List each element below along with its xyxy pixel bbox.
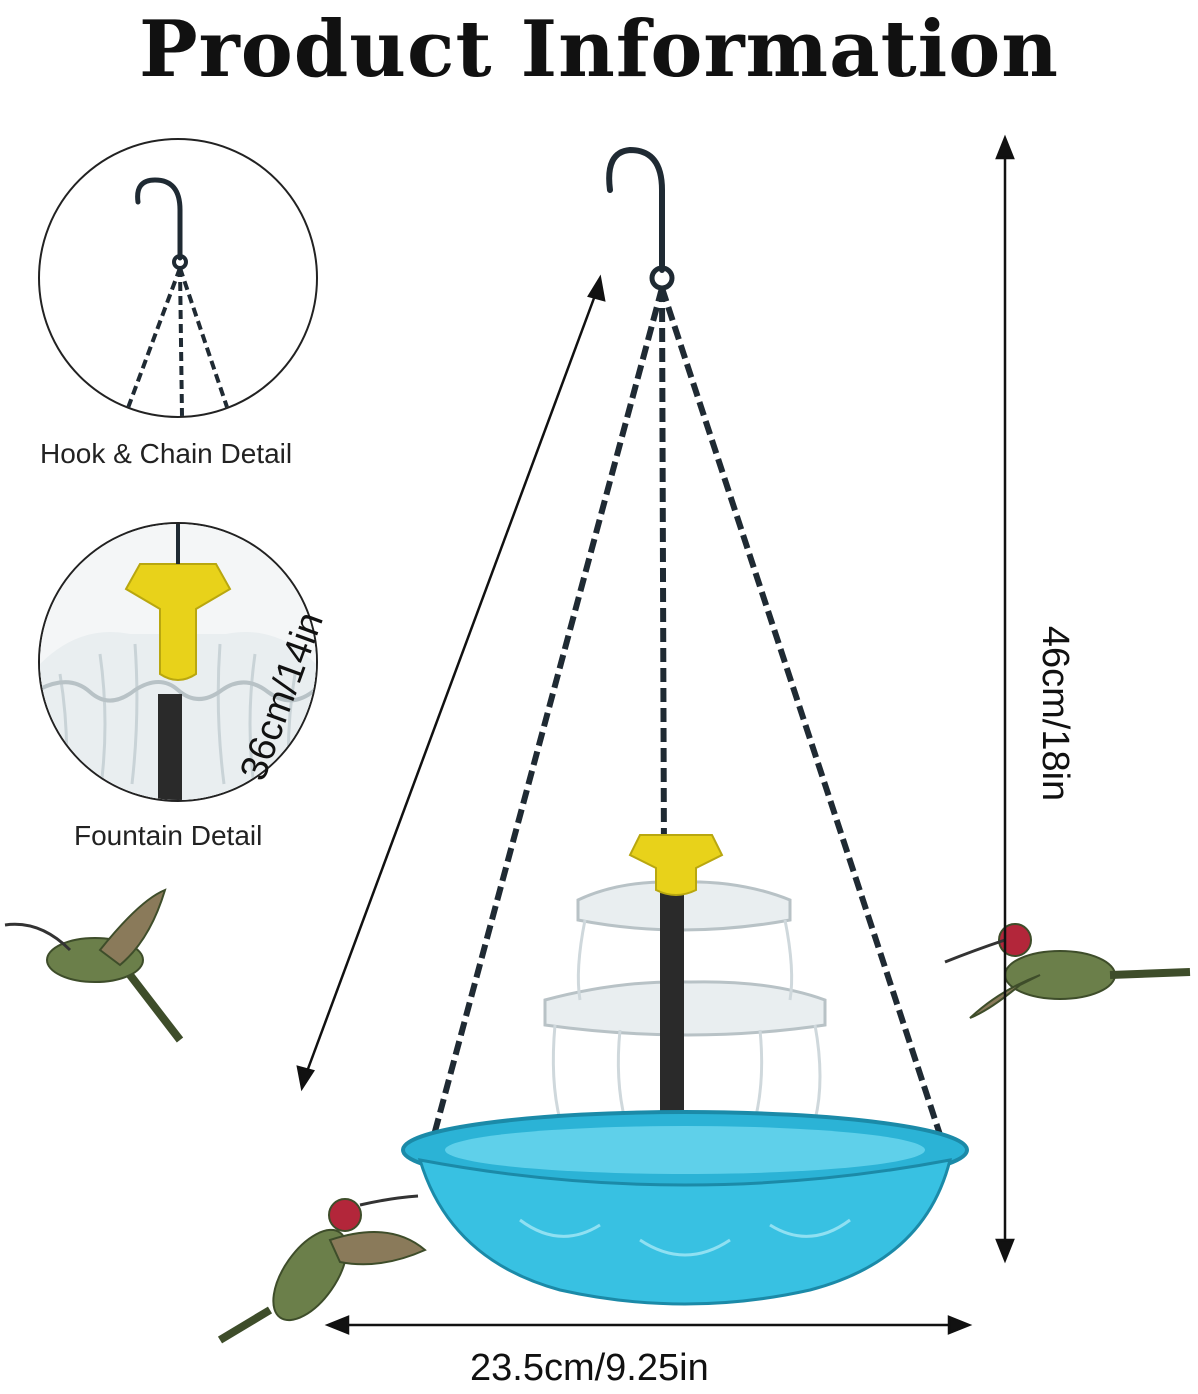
- fountain-cap-icon: [628, 834, 724, 896]
- arrow-head-vertical-bottom: [995, 1238, 1015, 1264]
- arrow-head-vertical-top: [995, 134, 1015, 160]
- hanging-chains: [427, 287, 948, 1151]
- dimension-width-label: 23.5cm/9.25in: [470, 1347, 709, 1389]
- dimension-arrows: [296, 134, 1015, 1335]
- arrow-head-diagonal-top: [587, 274, 606, 302]
- blue-glass-bowl: [401, 1110, 969, 1306]
- page-title: Product Information: [138, 4, 1060, 95]
- arrow-head-horizontal-left: [324, 1315, 350, 1335]
- fountain-tiers: [543, 880, 827, 1121]
- hummingbird-bottom: [217, 1194, 427, 1344]
- arrow-head-horizontal-right: [947, 1315, 973, 1335]
- hook-chain-detail-image: [123, 177, 232, 416]
- hanging-hook-icon: [606, 146, 665, 273]
- hummingbird-right: [944, 923, 1191, 1019]
- fountain-detail-image: [40, 524, 316, 800]
- hook-chain-caption: Hook & Chain Detail: [40, 438, 293, 469]
- hook-chain-detail-circle: [38, 138, 318, 418]
- arrow-head-diagonal-bottom: [296, 1065, 315, 1092]
- dimension-height-label: 46cm/18in: [1034, 625, 1077, 802]
- fountain-detail-circle: [38, 522, 318, 802]
- hummingbird-left: [4, 888, 184, 1043]
- fountain-caption: Fountain Detail: [74, 820, 263, 851]
